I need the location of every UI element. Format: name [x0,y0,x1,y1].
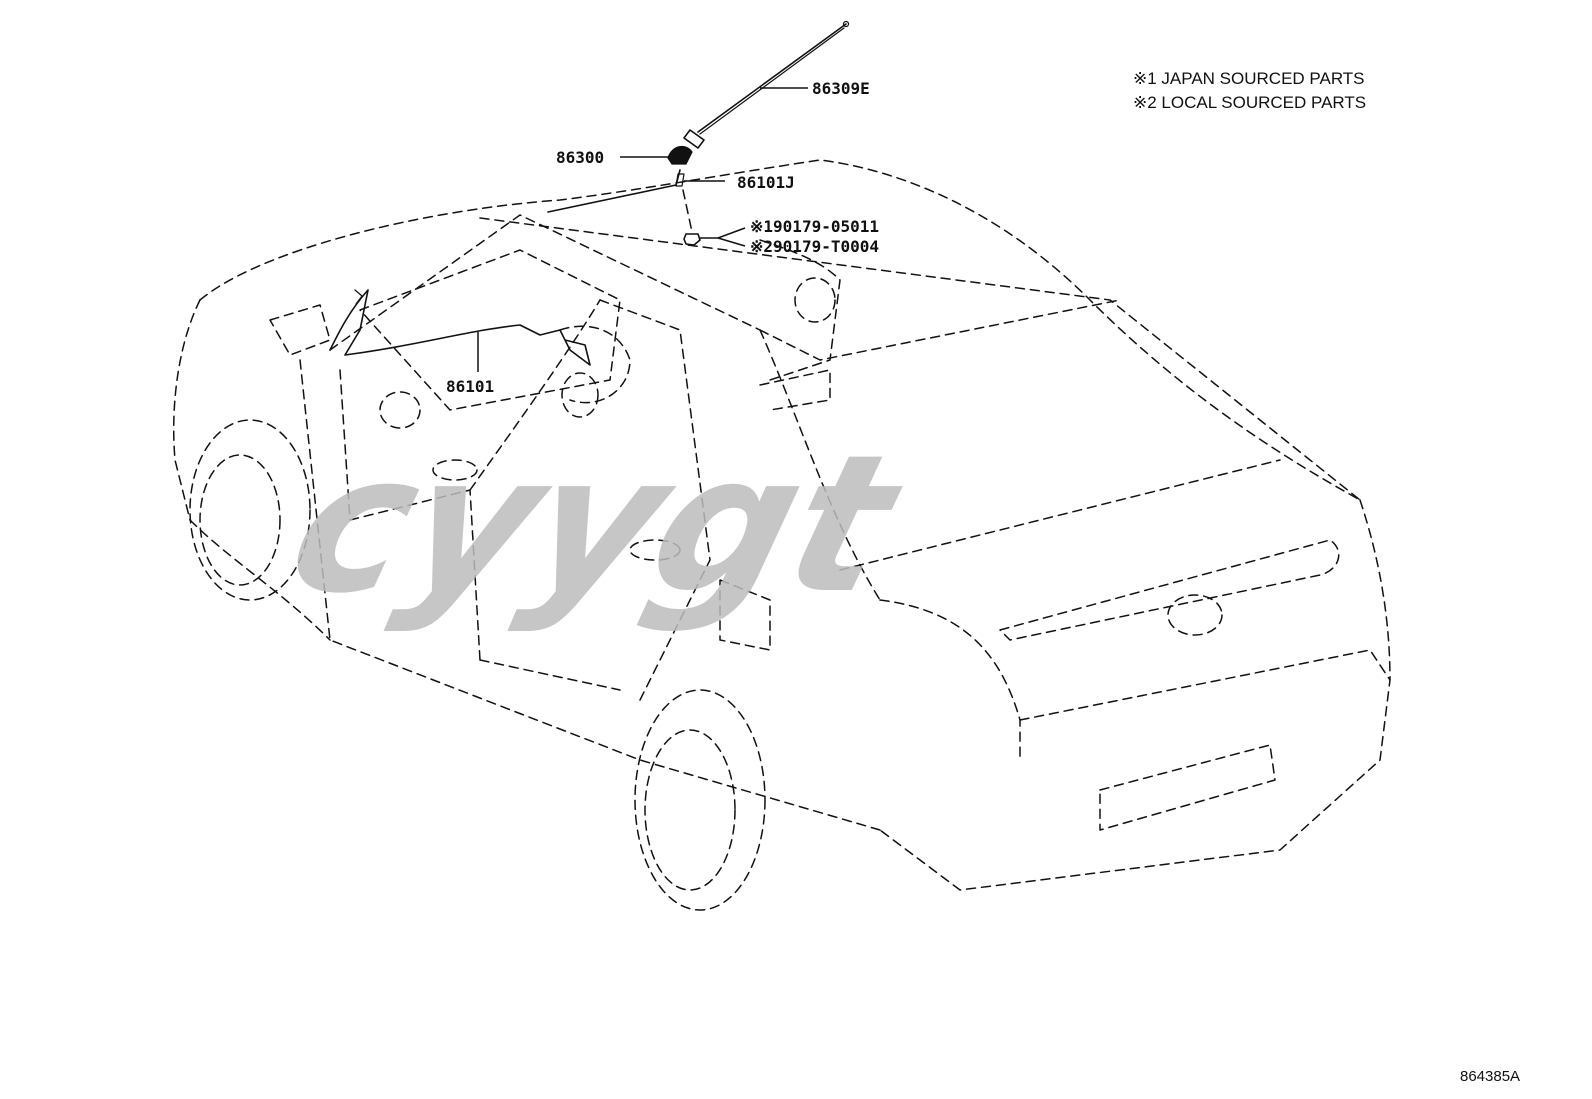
leader-lines [477,87,808,372]
label-nut-local: ※290179-T0004 [750,237,879,256]
svg-text:cyygt: cyygt [270,414,923,635]
antenna-base [667,145,693,165]
antenna-rod [697,23,847,133]
roof-cable [547,169,681,213]
watermark-logo: cyygt [270,414,923,635]
main-cable [329,289,591,366]
note-local-sourced: ※2 LOCAL SOURCED PARTS [1133,93,1366,112]
car-body-outline [172,159,1391,911]
rod-fitting [683,129,705,149]
antenna-assembly [329,20,850,366]
label-86101j: 86101J [737,173,795,192]
label-86300: 86300 [556,148,604,167]
label-nut-japan: ※190179-05011 [750,217,879,236]
antenna-nut [683,233,701,246]
label-86101: 86101 [446,377,494,396]
drawing-code: 864385A [1460,1068,1520,1085]
label-86309e: 86309E [812,79,870,98]
note-japan-sourced: ※1 JAPAN SOURCED PARTS [1133,69,1365,88]
